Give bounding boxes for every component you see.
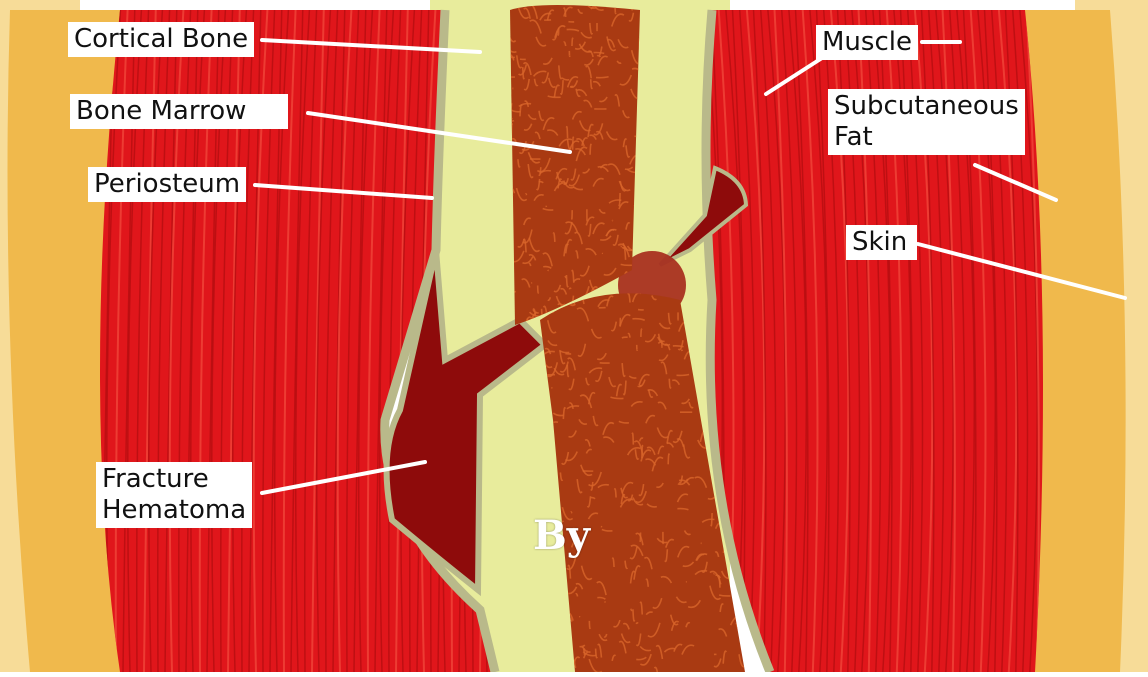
- label-bone-marrow: Bone Marrow: [70, 94, 288, 129]
- marrow-fiber: [569, 288, 571, 289]
- marrow-fiber: [572, 38, 573, 46]
- marrow-fiber: [573, 137, 574, 150]
- marrow-fiber: [596, 77, 609, 78]
- label-subcutaneous-fat: Subcutaneous Fat: [828, 89, 1025, 155]
- watermark-text: By: [533, 512, 590, 559]
- marrow-fiber: [641, 329, 642, 337]
- label-fracture-hematoma: Fracture Hematoma: [96, 462, 252, 528]
- marrow-fiber: [636, 622, 638, 623]
- marrow-fiber: [538, 285, 539, 292]
- marrow-fiber: [615, 8, 616, 14]
- marrow-fiber: [594, 53, 605, 54]
- marrow-fiber: [622, 337, 628, 338]
- marrow-fiber: [676, 375, 689, 376]
- marrow-fiber: [589, 621, 590, 628]
- marrow-fiber: [673, 346, 684, 347]
- label-cortical-bone: Cortical Bone: [68, 22, 254, 57]
- label-periosteum: Periosteum: [88, 167, 246, 202]
- label-muscle: Muscle: [816, 25, 918, 60]
- label-skin: Skin: [846, 225, 917, 260]
